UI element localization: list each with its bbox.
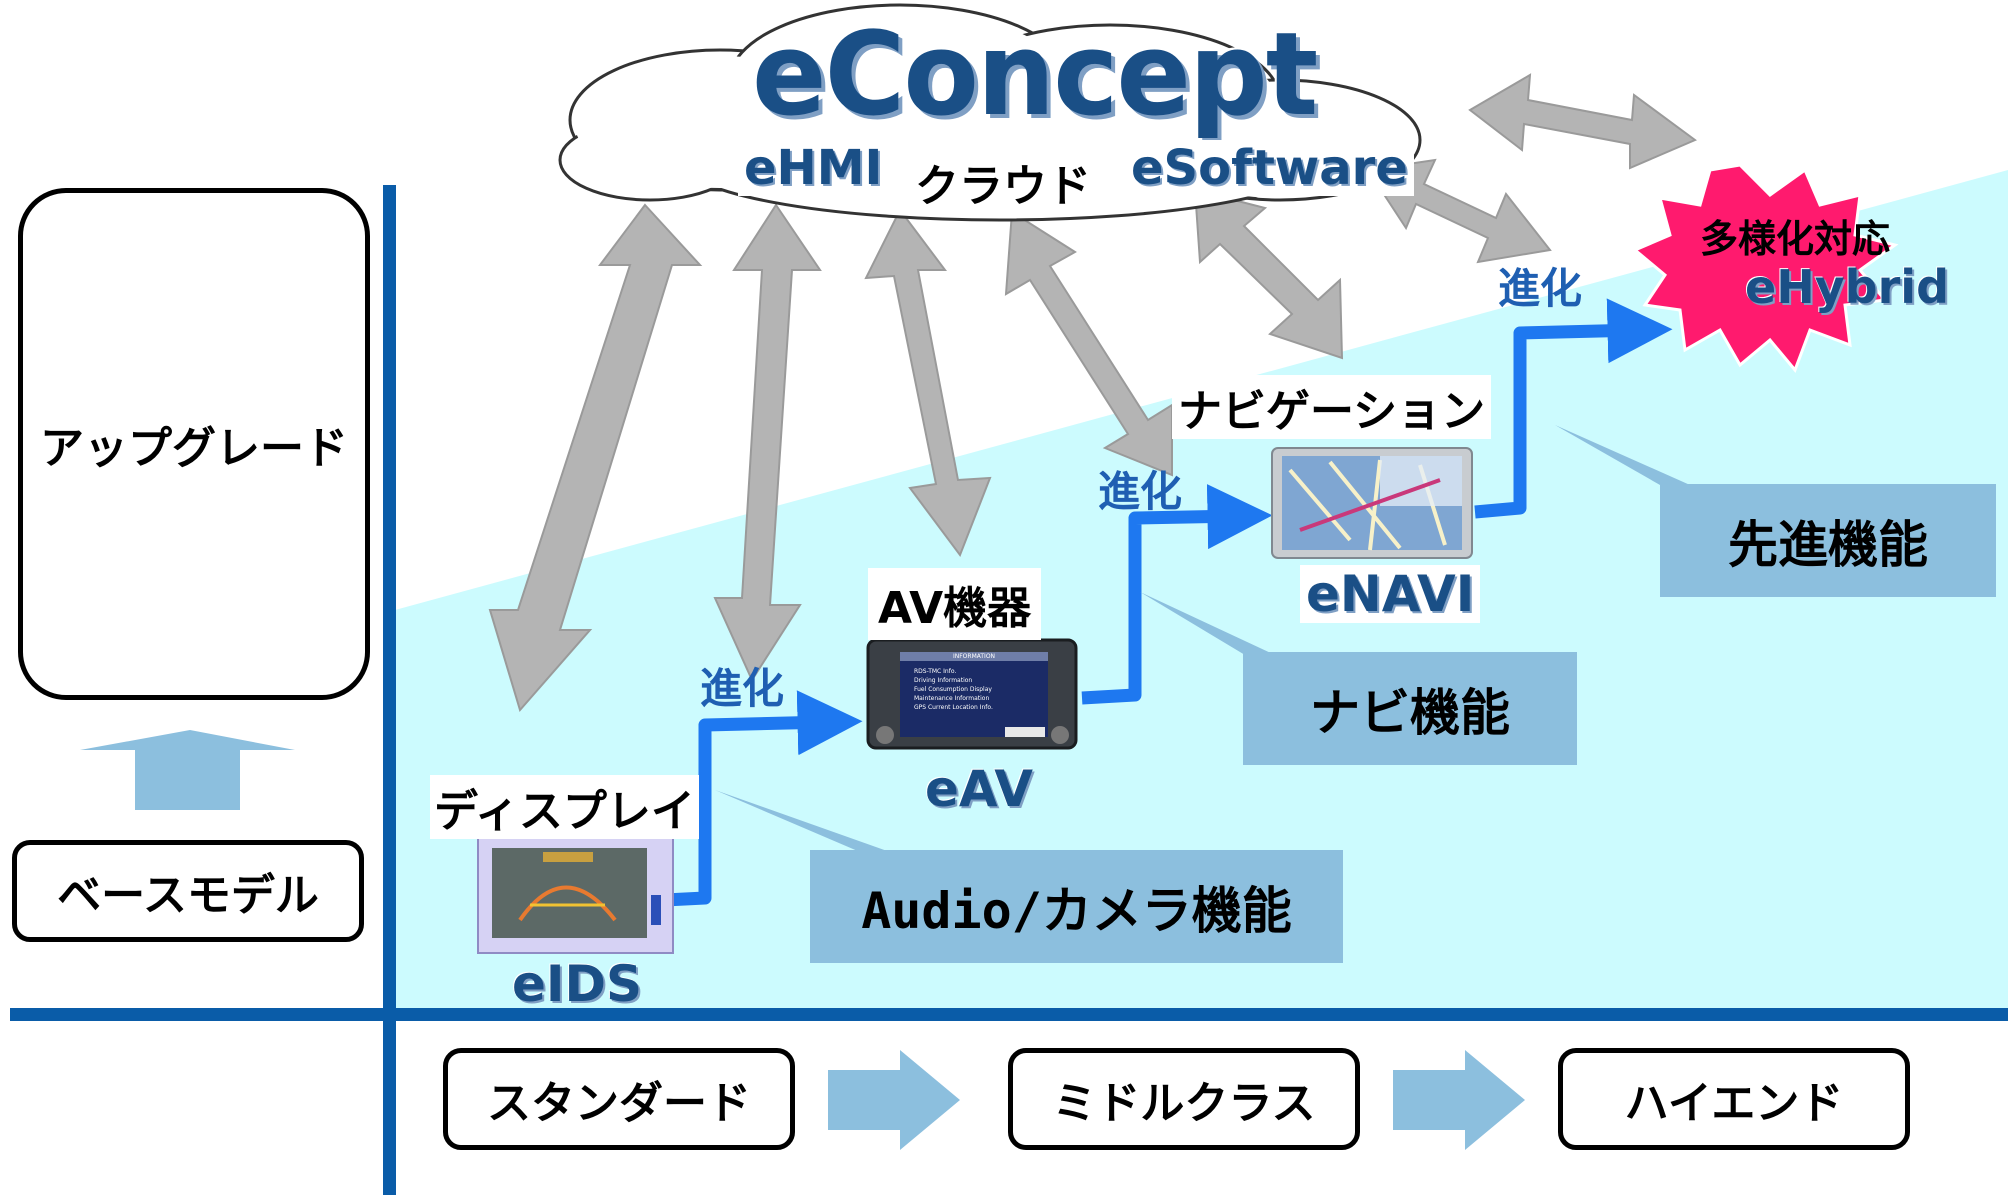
tier-high: ハイエンド	[1558, 1048, 1910, 1150]
cloud-fill	[564, 11, 1416, 216]
cloud-right-label: eSoftware	[1125, 140, 1414, 196]
upgrade-arrow	[80, 730, 295, 810]
display-code: eIDS	[512, 955, 643, 1013]
tier-middle-label: ミドルクラス	[1052, 1078, 1316, 1129]
av-screen-item: GPS Current Location Info.	[914, 704, 993, 711]
av-code: eAV	[925, 760, 1033, 818]
av-screen-item: Driving Information	[914, 677, 973, 684]
evolution-arrow-1	[664, 690, 863, 907]
evolution-arrows	[664, 298, 1673, 907]
av-screen-item: Maintenance Information	[914, 695, 990, 702]
callout-advanced	[1555, 425, 1690, 485]
tier-middle: ミドルクラス	[1008, 1048, 1360, 1150]
hybrid-title: 多様化対応	[1700, 217, 1891, 261]
feature-navi: ナビ機能	[1243, 652, 1577, 765]
cloud-arrow-2	[713, 203, 822, 683]
upgrade-box: アップグレード	[18, 188, 370, 700]
horizontal-axis	[10, 1008, 2008, 1021]
cloud-center-label: クラウド	[915, 161, 1091, 212]
tier-standard-label: スタンダード	[487, 1078, 751, 1129]
cloud-arrow-1	[488, 203, 703, 713]
navi-title: ナビゲーション	[1172, 375, 1492, 439]
feature-audio-camera: Audio/カメラ機能	[810, 850, 1343, 963]
hybrid-burst	[1632, 163, 1899, 373]
tier-standard: スタンダード	[443, 1048, 795, 1150]
hybrid-code: eHybrid	[1745, 260, 1949, 314]
feature-advanced: 先進機能	[1660, 484, 1996, 597]
navi-device	[1271, 447, 1473, 559]
display-title: ディスプレイ	[430, 775, 699, 839]
base-model-box: ベースモデル	[12, 840, 364, 942]
av-screen-item: RDS-TMC Info.	[914, 668, 957, 675]
evolution-label-1: 進化	[700, 664, 785, 713]
evolution-label-2: 進化	[1098, 467, 1183, 516]
av-device	[866, 638, 1078, 750]
tier-high-label: ハイエンド	[1624, 1078, 1844, 1129]
bottom-chevron-2	[1393, 1050, 1525, 1150]
upgrade-label: アップグレード	[40, 423, 348, 474]
evolution-arrow-3	[1474, 298, 1673, 519]
growth-area	[395, 170, 2008, 1008]
callout-audio	[715, 790, 890, 852]
cloud-title: eConcept	[752, 6, 1318, 142]
av-screen-item: Fuel Consumption Display	[914, 686, 992, 693]
evolution-label-3: 進化	[1498, 264, 1583, 313]
av-screen-list: RDS-TMC Info. Driving Information Fuel C…	[914, 667, 993, 712]
evolution-arrow-2	[1081, 484, 1273, 705]
base-model-label: ベースモデル	[57, 870, 319, 921]
bottom-chevron-1	[828, 1050, 960, 1150]
navi-code: eNAVI	[1300, 565, 1481, 623]
vertical-axis	[383, 185, 396, 1195]
cloud-left-label: eHMI	[738, 140, 889, 196]
cloud-arrow-5	[1193, 188, 1344, 360]
display-device	[477, 834, 674, 954]
cloud-arrow-7	[1468, 73, 1697, 170]
av-screen-header: INFORMATION	[952, 653, 996, 660]
av-title: AV機器	[868, 568, 1042, 640]
cloud-arrow-4	[1004, 210, 1173, 477]
callout-navi	[1140, 592, 1275, 655]
cloud-arrow-3	[864, 208, 992, 558]
